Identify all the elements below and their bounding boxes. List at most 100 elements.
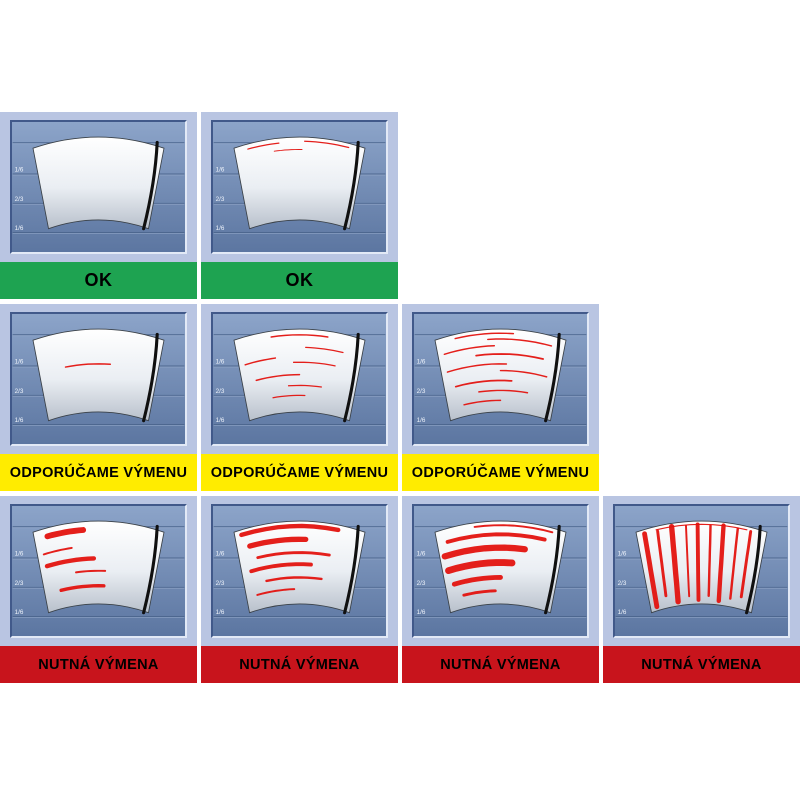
wear-streaks bbox=[244, 334, 344, 399]
scale-mark-label: 1/6 bbox=[15, 609, 24, 616]
wiper-swept-area bbox=[635, 520, 768, 614]
status-label-ok: OK bbox=[0, 262, 197, 299]
panel-frame: 1/6 2/3 1/6 bbox=[0, 304, 197, 454]
scale-mark-label: 2/3 bbox=[216, 580, 225, 587]
wiper-pattern-graphic: 1/6 2/3 1/6 bbox=[12, 520, 185, 618]
wiper-swept-area bbox=[233, 520, 366, 614]
panel-frame: 1/6 2/3 1/6 bbox=[603, 496, 800, 646]
wiper-swept-area bbox=[434, 520, 567, 614]
scale-mark-label: 1/6 bbox=[15, 225, 24, 232]
wiper-pattern-panel: 1/6 2/3 1/6 bbox=[10, 504, 187, 638]
scale-mark-label: 1/6 bbox=[216, 359, 225, 366]
scale-mark-label: 1/6 bbox=[216, 551, 225, 558]
wear-streaks bbox=[247, 140, 350, 152]
status-label-ok: OK bbox=[201, 262, 398, 299]
wear-streaks bbox=[42, 527, 107, 593]
wiper-pattern-panel: 1/6 2/3 1/6 bbox=[10, 120, 187, 254]
status-label-required: NUTNÁ VÝMENA bbox=[0, 646, 197, 683]
scale-mark-label: 1/6 bbox=[618, 551, 627, 558]
panel-frame: 1/6 2/3 1/6 bbox=[201, 496, 398, 646]
wiper-pattern-panel: 1/6 2/3 1/6 bbox=[412, 312, 589, 446]
wiper-blade bbox=[343, 524, 360, 615]
wiper-pattern-panel: 1/6 2/3 1/6 bbox=[211, 120, 388, 254]
wiper-pattern-graphic: 1/6 2/3 1/6 bbox=[615, 520, 788, 618]
wear-streaks bbox=[64, 363, 112, 368]
scale-mark-label: 2/3 bbox=[15, 196, 24, 203]
scale-mark-label: 1/6 bbox=[15, 417, 24, 424]
wiper-pattern-panel: 1/6 2/3 1/6 bbox=[412, 504, 589, 638]
panel-frame: 1/6 2/3 1/6 bbox=[0, 496, 197, 646]
scale-mark-label: 1/6 bbox=[618, 609, 627, 616]
scale-mark-label: 1/6 bbox=[216, 225, 225, 232]
wiper-swept-area bbox=[434, 328, 567, 422]
scale-mark-label: 2/3 bbox=[618, 580, 627, 587]
wiper-pattern-graphic: 1/6 2/3 1/6 bbox=[213, 520, 386, 618]
wiper-pattern-graphic: 1/6 2/3 1/6 bbox=[12, 136, 185, 234]
scale-mark-label: 2/3 bbox=[15, 580, 24, 587]
wiper-blade bbox=[142, 524, 159, 615]
scale-mark-label: 2/3 bbox=[417, 580, 426, 587]
wiper-blade bbox=[343, 332, 360, 423]
wear-streaks bbox=[443, 332, 553, 406]
wiper-blade bbox=[544, 332, 561, 423]
panel-frame: 1/6 2/3 1/6 bbox=[402, 496, 599, 646]
scale-mark-label: 2/3 bbox=[15, 388, 24, 395]
wiper-pattern-panel: 1/6 2/3 1/6 bbox=[211, 312, 388, 446]
panel-frame: 1/6 2/3 1/6 bbox=[201, 304, 398, 454]
scale-mark-label: 1/6 bbox=[417, 359, 426, 366]
status-label-required: NUTNÁ VÝMENA bbox=[402, 646, 599, 683]
wiper-swept-area bbox=[233, 136, 366, 230]
wiper-swept-area bbox=[32, 328, 165, 422]
wear-streaks bbox=[441, 524, 554, 597]
wiper-pattern-graphic: 1/6 2/3 1/6 bbox=[414, 520, 587, 618]
panel-frame: 1/6 2/3 1/6 bbox=[0, 112, 197, 262]
scale-mark-label: 1/6 bbox=[417, 551, 426, 558]
wiper-blade bbox=[142, 140, 159, 231]
wiper-blade bbox=[745, 524, 762, 615]
wear-streaks bbox=[642, 522, 753, 610]
wiper-pattern-graphic: 1/6 2/3 1/6 bbox=[414, 328, 587, 426]
status-label-recommend: ODPORÚČAME VÝMENU bbox=[0, 454, 197, 491]
scale-mark-label: 1/6 bbox=[417, 417, 426, 424]
scale-mark-label: 1/6 bbox=[15, 359, 24, 366]
wear-streaks bbox=[239, 523, 341, 596]
status-label-required: NUTNÁ VÝMENA bbox=[201, 646, 398, 683]
wiper-blade bbox=[142, 332, 159, 423]
scale-mark-label: 1/6 bbox=[15, 551, 24, 558]
wiper-pattern-graphic: 1/6 2/3 1/6 bbox=[213, 136, 386, 234]
wiper-pattern-panel: 1/6 2/3 1/6 bbox=[10, 312, 187, 446]
status-label-recommend: ODPORÚČAME VÝMENU bbox=[201, 454, 398, 491]
scale-mark-label: 2/3 bbox=[216, 388, 225, 395]
wiper-pattern-graphic: 1/6 2/3 1/6 bbox=[213, 328, 386, 426]
panel-frame: 1/6 2/3 1/6 bbox=[201, 112, 398, 262]
scale-mark-label: 1/6 bbox=[216, 167, 225, 174]
scale-mark-label: 1/6 bbox=[216, 417, 225, 424]
wiper-blade bbox=[544, 524, 561, 615]
wiper-pattern-panel: 1/6 2/3 1/6 bbox=[211, 504, 388, 638]
panel-frame: 1/6 2/3 1/6 bbox=[402, 304, 599, 454]
status-label-required: NUTNÁ VÝMENA bbox=[603, 646, 800, 683]
scale-mark-label: 1/6 bbox=[15, 167, 24, 174]
wiper-pattern-graphic: 1/6 2/3 1/6 bbox=[12, 328, 185, 426]
scale-mark-label: 1/6 bbox=[417, 609, 426, 616]
scale-mark-label: 2/3 bbox=[216, 196, 225, 203]
wiper-swept-area bbox=[32, 136, 165, 230]
wiper-pattern-panel: 1/6 2/3 1/6 bbox=[613, 504, 790, 638]
status-label-recommend: ODPORÚČAME VÝMENU bbox=[402, 454, 599, 491]
scale-mark-label: 2/3 bbox=[417, 388, 426, 395]
scale-mark-label: 1/6 bbox=[216, 609, 225, 616]
